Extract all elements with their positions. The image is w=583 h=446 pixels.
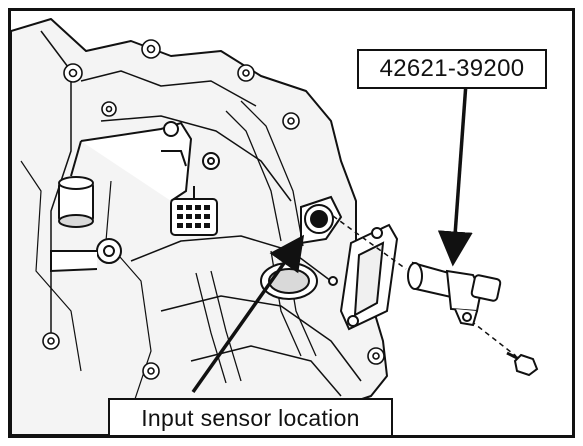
input-speed-sensor [407,261,502,327]
transaxle-illustration [11,18,539,435]
side-bracket [339,223,399,331]
plug-cap [58,176,94,228]
part-number-label: 42621-39200 [357,49,547,89]
alignment-line [332,215,517,357]
electrical-connector [170,186,218,236]
sensor-location-label: Input sensor location [108,398,393,435]
harness-bracket [70,121,220,202]
sensor-location-arrow [191,234,305,394]
diagram-frame: 42621-39200 Input sensor location [8,8,575,438]
leader-arrows [191,82,473,394]
sensor-mount-boss [300,195,343,245]
part-number-arrow [437,82,473,267]
mounting-bosses [42,39,385,380]
left-boss [50,238,122,273]
mounting-bolt [506,351,539,377]
